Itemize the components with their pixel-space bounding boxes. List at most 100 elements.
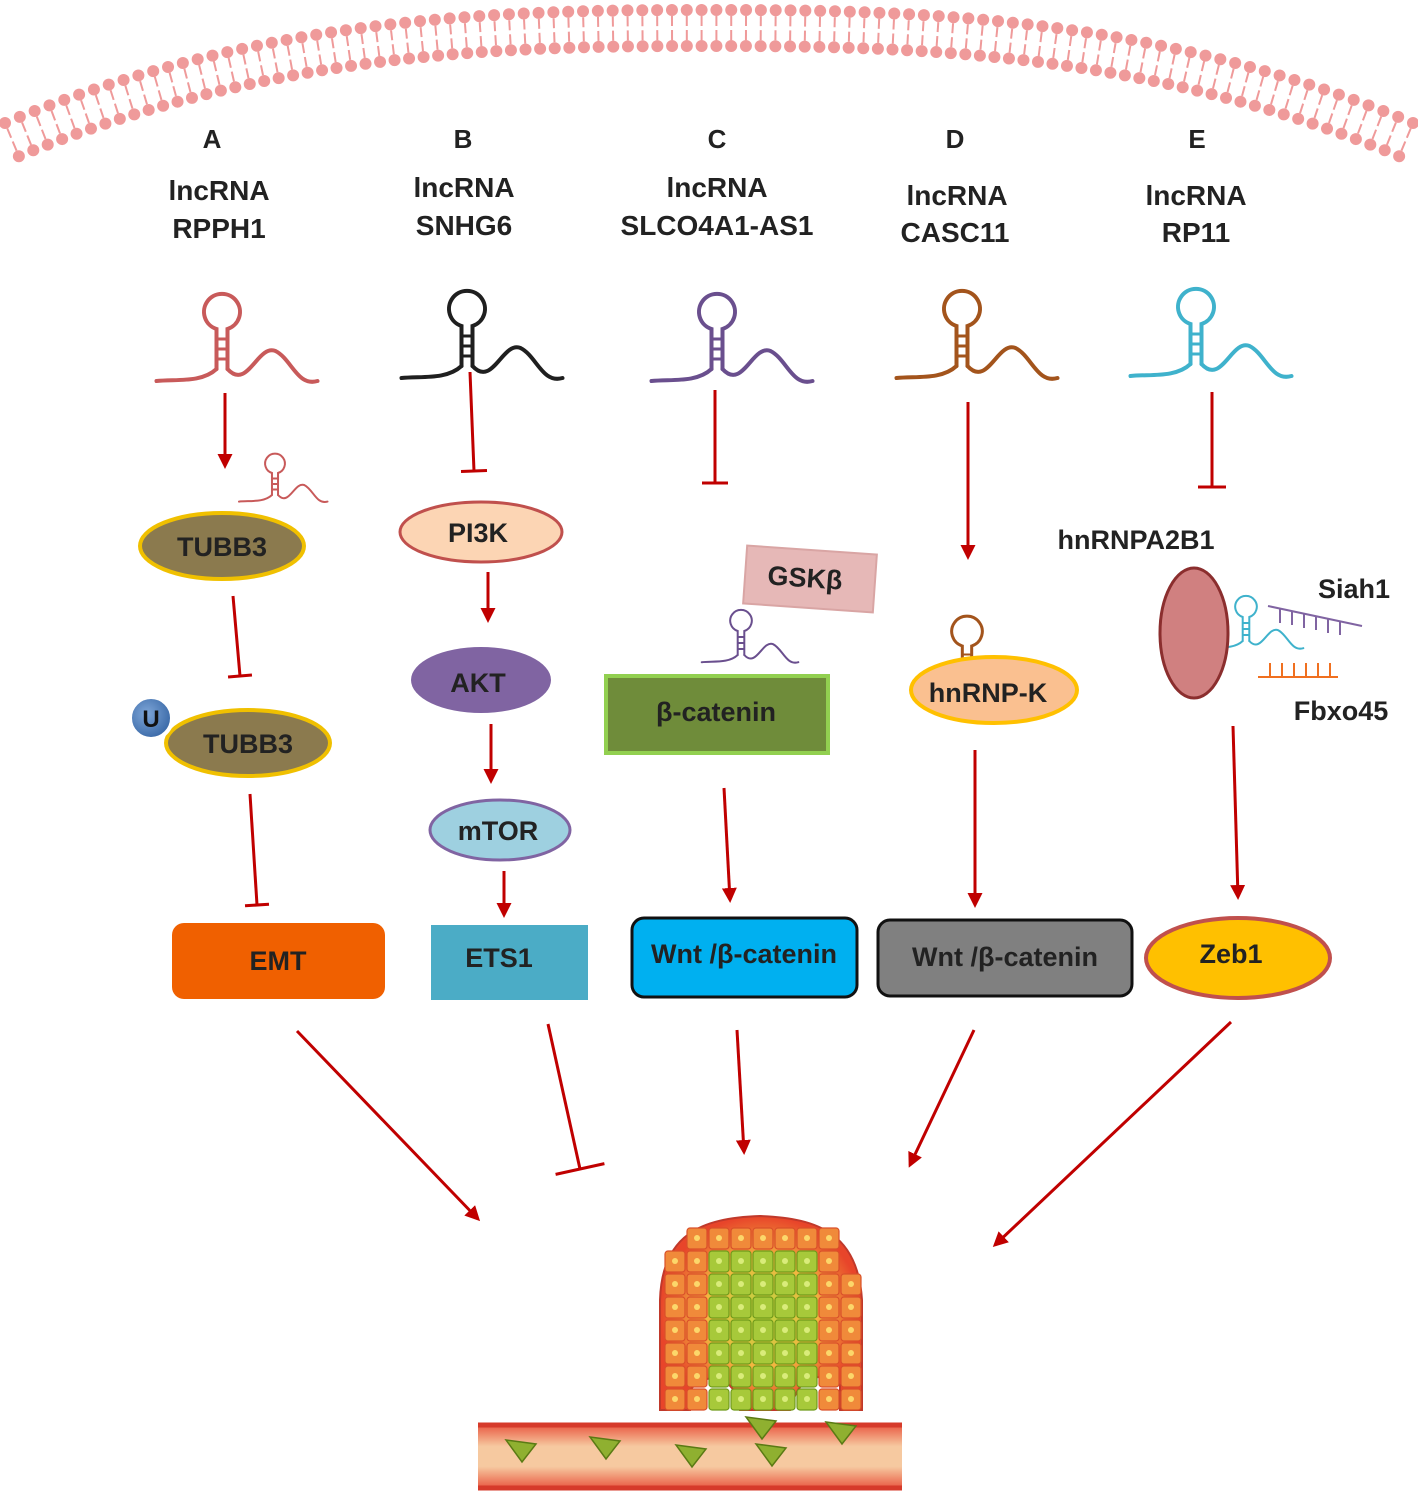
lipid-tail-inner — [172, 85, 177, 97]
lipid-tail-outer — [1361, 110, 1368, 121]
lipid-head-inner — [944, 47, 957, 60]
lipid-head-inner — [171, 95, 184, 108]
lipid-head-inner — [871, 42, 884, 55]
lipid-head-inner — [1118, 69, 1131, 82]
lipid-head-inner — [1321, 122, 1334, 135]
lipid-tail-outer — [360, 33, 364, 45]
lipid-head-outer — [740, 4, 753, 17]
fbxo45-label: Fbxo45 — [1294, 696, 1389, 726]
siah1-label: Siah1 — [1318, 574, 1390, 604]
lipid-tail-outer — [1274, 80, 1279, 92]
lipid-head-outer — [162, 60, 175, 73]
lipid-tail-outer — [168, 72, 174, 83]
tumor-cell-nucleus — [672, 1258, 678, 1264]
lipid-tail-outer — [980, 25, 984, 36]
lncrna-hairpins — [154, 286, 1305, 693]
tumor-cell-nucleus — [760, 1235, 766, 1241]
lipid-tail-outer — [330, 38, 335, 49]
hnrnp-k-node — [909, 655, 1079, 725]
lipid-head-outer — [1332, 88, 1345, 101]
lipid-head-outer — [1377, 105, 1390, 118]
lipid-tail-inner — [1284, 98, 1290, 109]
lipid-head-outer — [1169, 42, 1182, 55]
lipid-tail-outer — [1230, 68, 1235, 79]
lipid-tail-inner — [509, 34, 512, 45]
akt-label: AKT — [450, 668, 506, 698]
lipid-tail-outer — [80, 99, 86, 111]
lipid-tail-outer — [1156, 51, 1161, 62]
lipid-head-outer — [413, 15, 426, 28]
tumor-cell-nucleus — [782, 1396, 788, 1402]
invading-cell-icon — [744, 1416, 778, 1441]
lipid-tail-inner — [245, 68, 250, 79]
tumor-cell-nucleus — [826, 1350, 832, 1356]
lipid-head-outer — [1273, 69, 1286, 82]
lipid-tail-inner — [1023, 44, 1027, 55]
lipid-head-outer — [873, 6, 886, 19]
lipid-head-outer — [1229, 56, 1242, 69]
lipid-tail-outer — [227, 57, 232, 68]
lipid-tail-inner — [406, 42, 410, 53]
hairpin-left-tail — [154, 367, 219, 383]
lncrna-c-line1: lncRNA — [666, 172, 767, 203]
lipid-head-outer — [1258, 65, 1271, 78]
lipid-head-outer — [1036, 20, 1049, 33]
lipid-head-inner — [84, 122, 97, 135]
lipid-tail-outer — [183, 68, 188, 79]
lipid-tail-outer — [50, 110, 57, 121]
lipid-tail-outer — [1200, 61, 1206, 72]
beta-catenin-label: β-catenin — [656, 697, 776, 727]
lipid-tail-inner — [84, 113, 90, 124]
lipid-head-outer — [680, 4, 693, 17]
lipid-head-inner — [1031, 55, 1044, 68]
lipid-head-inner — [504, 44, 517, 57]
tumor-cell-nucleus — [760, 1396, 766, 1402]
lipid-tail-outer — [286, 45, 291, 56]
hnrnp-k-label: hnRNP-K — [929, 678, 1048, 708]
hairpin-left-tail — [1128, 362, 1193, 378]
hairpin-stem-loop — [729, 608, 753, 656]
lipid-tail-inner — [435, 39, 439, 50]
lipid-tail-outer — [1068, 36, 1073, 47]
lipid-head-inner — [784, 40, 797, 53]
lipid-tail-outer — [1186, 57, 1191, 68]
lipid-head-outer — [710, 4, 723, 17]
lncrna-hairpin-icon — [1128, 286, 1294, 379]
lipid-tail-outer — [94, 94, 100, 106]
lipid-head-outer — [532, 6, 545, 19]
lipid-tail-outer — [257, 51, 262, 62]
lipid-tail-inner — [318, 54, 323, 65]
lipid-head-inner — [446, 48, 459, 61]
lipid-tail-inner — [40, 129, 47, 140]
hairpin-stem-loop — [950, 614, 984, 682]
lipid-head-outer — [206, 49, 219, 62]
tumor-cell-nucleus — [738, 1350, 744, 1356]
tumor-cell-nucleus — [738, 1373, 744, 1379]
lipid-head-outer — [132, 69, 145, 82]
lipid-head-inner — [417, 50, 430, 63]
lipid-head-inner — [1162, 78, 1175, 91]
tumor-cell-nucleus — [716, 1396, 722, 1402]
lipid-head-outer — [265, 36, 278, 49]
lipid-head-inner — [388, 54, 401, 67]
lipid-head-inner — [1133, 72, 1146, 85]
lipid-head-outer — [932, 10, 945, 23]
activation-arrow — [908, 1029, 976, 1168]
lipid-tail-outer — [1024, 30, 1028, 41]
pi3k-node — [398, 500, 564, 564]
hairpin-stem-loop — [1176, 286, 1216, 366]
tumor-cell-nucleus — [782, 1304, 788, 1310]
lipid-head-outer — [1199, 49, 1212, 62]
lipid-tail-outer — [139, 80, 144, 92]
lipid-head-inner — [1306, 117, 1319, 130]
tumor-cell-nucleus — [826, 1304, 832, 1310]
lipid-tail-inner — [1037, 45, 1041, 57]
lipid-tail-inner — [99, 108, 105, 119]
lipid-head-outer — [191, 53, 204, 66]
lipid-head-outer — [591, 4, 604, 17]
tumor-cell-nucleus — [738, 1235, 744, 1241]
column-d-nodes: hnRNP-K Wnt /β-catenin — [876, 655, 1134, 998]
lipid-head-outer — [176, 56, 189, 69]
lipid-tail-outer — [35, 116, 42, 127]
inhibition-bar — [555, 1162, 605, 1176]
